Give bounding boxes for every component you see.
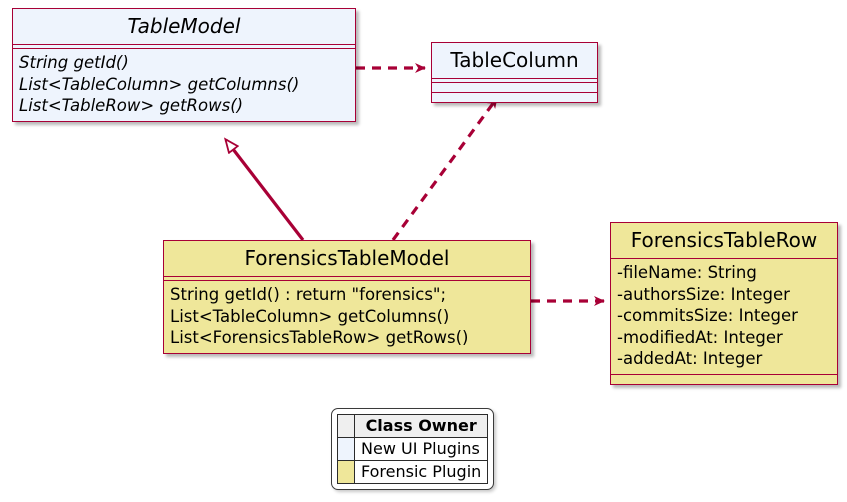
class-separator — [611, 373, 837, 375]
class-separator — [432, 82, 597, 83]
class-separator — [13, 44, 355, 45]
class-methods-empty — [432, 93, 597, 102]
class-separator-gap — [13, 45, 355, 48]
legend-header-label: Class Owner — [353, 414, 489, 438]
class-box-table-model[interactable]: TableModel String getId() List<TableColu… — [12, 8, 356, 122]
class-methods-table-model: String getId() List<TableColumn> getColu… — [13, 49, 355, 121]
generalization-forensicstablemodel-tablemodel — [226, 140, 305, 241]
class-box-forensics-table-model[interactable]: ForensicsTableModel String getId() : ret… — [163, 240, 531, 354]
class-member: -fileName: String — [617, 263, 757, 282]
class-title-forensics-table-row: ForensicsTableRow — [630, 228, 818, 252]
class-separator — [611, 258, 837, 259]
legend-header-swatch-cell — [337, 414, 355, 438]
class-separator-gap — [432, 79, 597, 82]
class-title-forensics-table-model: ForensicsTableModel — [244, 246, 450, 270]
class-title-table-model: TableModel — [127, 14, 241, 38]
legend-row: Forensic Plugin — [337, 460, 489, 484]
class-member: List<TableColumn> getColumns() — [170, 306, 450, 326]
class-member: -authorsSize: Integer — [617, 284, 790, 304]
class-separator — [164, 276, 530, 277]
class-separator — [164, 280, 530, 281]
class-member: String getId() : return "forensics"; — [170, 285, 447, 304]
class-methods-forensics-table-model: String getId() : return "forensics"; Lis… — [164, 281, 530, 353]
class-member: List<ForensicsTableRow> getRows() — [170, 328, 469, 347]
class-separator — [432, 78, 597, 79]
legend-table: Class Owner New UI Plugins Forensic Plug… — [337, 414, 489, 484]
dependency-forensicstablemodel-tablecolumn — [391, 97, 499, 241]
class-attributes-empty — [432, 83, 597, 92]
class-member: String getId() — [19, 53, 129, 72]
legend-label-forensic-plugin: Forensic Plugin — [353, 460, 489, 484]
legend-box: Class Owner New UI Plugins Forensic Plug… — [331, 408, 495, 490]
legend-header-row: Class Owner — [337, 414, 489, 438]
legend-label-new-ui-plugins: New UI Plugins — [353, 437, 489, 461]
class-member: -modifiedAt: Integer — [617, 327, 783, 347]
legend-swatch-forensic-plugin — [337, 460, 355, 484]
class-title-table-column: TableColumn — [450, 48, 579, 72]
class-separator — [13, 48, 355, 49]
class-methods-empty — [611, 374, 837, 384]
legend-swatch-new-ui-plugins — [337, 437, 355, 461]
class-member: List<TableRow> getRows() — [19, 96, 244, 115]
class-member: -addedAt: Integer — [617, 349, 763, 368]
class-separator — [432, 92, 597, 93]
class-member: List<TableColumn> getColumns() — [19, 74, 300, 94]
class-attributes-forensics-table-row: -fileName: String -authorsSize: Integer … — [611, 259, 837, 374]
legend-row: New UI Plugins — [337, 437, 489, 461]
class-separator-gap — [164, 277, 530, 280]
class-box-forensics-table-row[interactable]: ForensicsTableRow -fileName: String -aut… — [610, 222, 838, 385]
class-box-table-column[interactable]: TableColumn — [431, 42, 598, 103]
class-member: -commitsSize: Integer — [617, 306, 798, 325]
